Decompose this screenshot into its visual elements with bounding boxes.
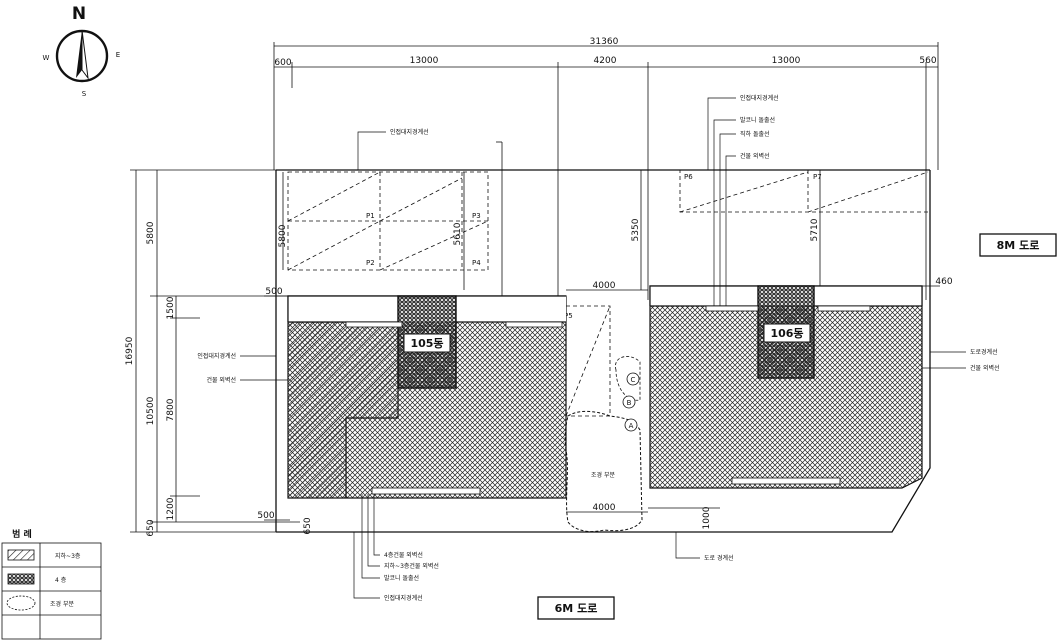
dim-left-middle: 10500: [146, 396, 156, 425]
dim-left-1500: 1500: [166, 296, 176, 319]
inner-dim-lines: [282, 141, 821, 320]
note-top-left: 인접대지경계선: [390, 128, 429, 136]
legend: 범 례 지하~3층 4 층 조경 부분: [1, 528, 102, 640]
dim-left-span: 13000: [410, 56, 439, 66]
parking-p4: P4: [472, 259, 481, 267]
note-left-2: 건물 외벽선: [206, 376, 236, 384]
balcony-left-1: [345, 321, 403, 328]
dim-total-height: 16950: [125, 336, 135, 365]
parking-area-left: [287, 171, 489, 271]
note-right-1: 도로경계선: [970, 348, 998, 356]
landscape-area-middle: [564, 410, 643, 533]
markers: [622, 372, 640, 432]
parking-p5: P5: [564, 312, 573, 320]
compass-east-label: E: [116, 51, 120, 59]
parking-p3: P3: [472, 212, 481, 220]
note-bottom-mid: 도로 경계선: [704, 554, 734, 562]
landscape-area-small: [615, 356, 641, 401]
parking-p1: P1: [366, 212, 375, 220]
road-east-label: 8M 도로: [997, 239, 1040, 252]
marker-a: A: [629, 422, 634, 430]
parking-p6: P6: [684, 173, 693, 181]
note-top-right-2: 발코니 돌출선: [740, 116, 775, 124]
building-105-label-box: [403, 333, 451, 353]
road-south-box: [537, 596, 615, 620]
compass-north-label: N: [72, 4, 86, 24]
dim-total-width: 31360: [590, 37, 619, 47]
dim-mid-span: 4200: [594, 56, 617, 66]
legend-row2: 4 층: [55, 576, 67, 584]
dim-left-1200: 1200: [166, 497, 176, 520]
parking-p2: P2: [366, 259, 375, 267]
parking-p7: P7: [813, 173, 822, 181]
dim-p-5800: 5800: [278, 224, 288, 247]
note-top-right-3: 직하 돌출선: [740, 130, 770, 138]
marker-b: B: [627, 399, 632, 407]
dim-left-500-bottom: 500: [257, 511, 274, 521]
dim-right-460: 460: [935, 277, 952, 287]
balcony-right-2: [817, 305, 871, 312]
left-dimensions: [130, 169, 300, 533]
compass: N S E W: [43, 4, 121, 98]
dim-left-500-top: 500: [265, 287, 282, 297]
balcony-left-2: [505, 321, 563, 328]
dim-right-span: 13000: [772, 56, 801, 66]
road-south-label: 6M 도로: [555, 602, 598, 615]
leader-lines: [240, 97, 966, 599]
parking-labels: P1 P2 P3 P4 P5 P6 P7: [366, 173, 822, 320]
dim-left-bottom: 650: [146, 519, 156, 536]
note-left-1: 인접대지경계선: [197, 352, 236, 360]
balcony-right-1: [705, 305, 759, 312]
balcony-right-bottom: [731, 477, 841, 485]
note-bottom-2: 지하~3층건물 외벽선: [384, 562, 439, 570]
building-106-label-box: [763, 323, 811, 343]
dim-gap-bottom: 4000: [593, 503, 616, 513]
dim-left-top: 5800: [146, 221, 156, 244]
legend-row1: 지하~3층: [55, 552, 81, 560]
dim-p-5350: 5350: [631, 218, 641, 241]
legend-swatch-basement: [7, 549, 35, 561]
annotations: 인접대지경계선 인접대지경계선 발코니 돌출선 직하 돌출선 건물 외벽선 인접…: [197, 94, 999, 602]
legend-row3: 조경 부분: [50, 601, 74, 608]
dim-right-offset: 560: [919, 56, 936, 66]
mid-dim-lines: [264, 285, 940, 521]
legend-title: 범 례: [12, 528, 32, 540]
legend-swatch-4f: [7, 573, 35, 585]
compass-needle-light: [81, 29, 89, 80]
balcony-left-bottom: [371, 487, 481, 495]
note-bottom-3: 발코니 돌출선: [384, 574, 419, 582]
note-bottom-1: 4층건물 외벽선: [384, 551, 423, 559]
dim-right-1000: 1000: [702, 506, 712, 529]
legend-swatch-landscape: [6, 595, 36, 611]
landscape-label-middle: 조경 부분: [591, 472, 615, 479]
note-right-2: 건물 외벽선: [970, 364, 1000, 372]
parking-area-right: [679, 169, 931, 213]
note-top-right-4: 건물 외벽선: [740, 152, 770, 160]
compass-south-label: S: [82, 90, 87, 98]
compass-west-label: W: [43, 54, 50, 62]
dim-left-650: 650: [303, 517, 313, 534]
road-east-box: [979, 233, 1057, 257]
dim-p-5610: 5610: [453, 222, 463, 245]
dim-left-offset: 600: [274, 58, 291, 68]
note-bottom-4: 인접대지경계선: [384, 594, 423, 602]
dim-p-5710: 5710: [810, 218, 820, 241]
note-top-right-1: 인접대지경계선: [740, 94, 779, 102]
marker-c: C: [631, 376, 636, 384]
dim-gap-top: 4000: [593, 281, 616, 291]
compass-needle-dark: [76, 30, 82, 78]
building-105-label: 105동: [410, 337, 443, 350]
building-105-basement-area: [287, 295, 567, 499]
top-dimensions: [273, 42, 939, 300]
dim-left-7800: 7800: [166, 398, 176, 421]
parking-p5: [565, 305, 611, 417]
building-106-label: 106동: [770, 327, 803, 340]
